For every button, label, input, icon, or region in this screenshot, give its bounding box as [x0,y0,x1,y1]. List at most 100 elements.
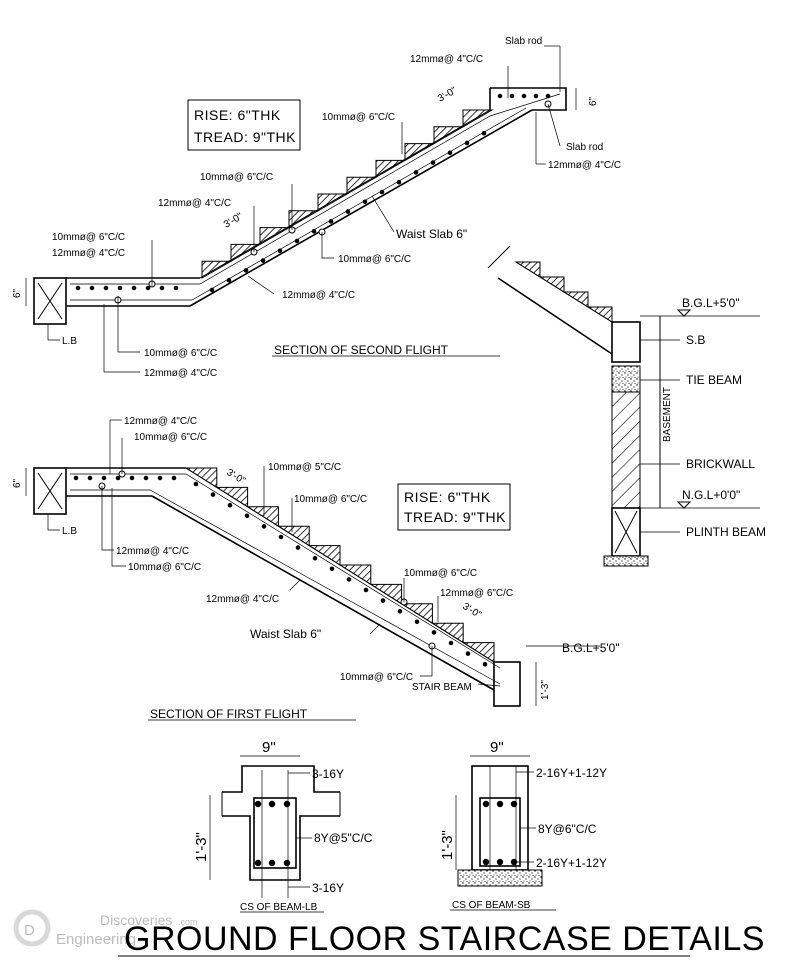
rebar-dot [226,277,232,283]
rebar-dot [328,219,334,224]
main-title: GROUND FLOOR STAIRCASE DETAILS [124,920,765,958]
rebar-dot [465,651,471,656]
step [317,193,349,212]
ff-stair-beam: STAIR BEAM [412,682,472,693]
step [307,545,341,566]
ff-dim-3ft-b: 3'-0" [460,601,483,621]
right-12mm-label: 12mmø@ 4"C/C [548,160,621,171]
rebar-dot [509,93,515,99]
rebar-dot [379,189,385,195]
ff-l-10mm: 10mmø@ 6"C/C [128,562,201,573]
step [369,583,403,605]
rebar-dot [345,209,351,214]
ff-r-10mm-6: 10mmø@ 6"C/C [294,494,367,505]
second-flight-leaders [25,45,577,373]
bot-10mm-label: 10mmø@ 6"C/C [144,348,217,359]
step [586,306,613,323]
beam-lb-section [209,755,341,913]
ff-r-10mm-5: 10mmø@ 5"C/C [268,462,341,473]
ff-dim-6-left: 6" [12,478,23,488]
rebar-dot [447,150,453,156]
bot-12mm-label: 12mmø@ 4"C/C [144,368,217,379]
beam-lb-width: 9" [262,739,276,756]
watermark-line1: Discoveries [100,912,172,928]
sb-label: S.B [686,333,705,347]
rebar-dot [363,587,369,593]
rebar-dot [482,661,488,667]
rebar-dot [261,524,267,529]
rebar-dot [481,130,487,136]
rebar-dot [101,475,107,481]
step [404,143,436,162]
rebar-dot [464,140,470,146]
left-10mm-label: 10mmø@ 6"C/C [52,232,125,243]
mid-12mm-label: 12mmø@ 4"C/C [158,198,231,209]
landing-beam-first [33,467,67,515]
rebar-dot [87,475,93,481]
basement-detail [487,245,760,567]
ff-dim-3ft-a: 3'-0" [224,467,247,487]
beam-lb-bottom-bars: 3-16Y [312,881,344,895]
step [230,243,262,263]
rebar-dot [131,285,137,291]
rebar-dot [103,285,109,291]
watermark-suffix: .com [178,917,198,927]
ff-bgl: B.G.L+5'0" [562,641,620,655]
top-12mm-label: 12mmø@ 4"C/C [410,54,483,65]
rebar-dot [294,238,300,244]
rebar-dot [244,513,250,519]
rebar-dot [129,475,135,481]
rebar-dot [209,287,215,293]
step [259,227,291,246]
step [538,276,565,293]
rise-first: RISE: 6"THK [404,489,491,505]
waist-slab-second: Waist Slab 6" [396,227,467,241]
second-flight-steps [201,109,494,279]
rebar-dot [89,285,95,291]
beam-lb-top-bars: 3-16Y [312,767,344,781]
landing-beam-second [33,277,67,325]
dim-6-right-second: 6" [588,96,599,106]
rebar-dot [157,475,163,481]
watermark-logo-letter: D [24,922,35,939]
plinth-beam-label: PLINTH BEAM [686,525,766,539]
step [375,159,407,179]
rise-tread-box-second [187,99,301,151]
rebar-dot [159,285,165,291]
rebar-dot [533,93,539,99]
step [201,260,233,279]
step [346,176,378,195]
brick-wall [611,391,641,509]
rebar-dot [117,285,123,291]
rebar-dot [73,475,79,481]
first-flight-leaders [25,419,600,721]
beam-sb-depth: 1'-3" [439,830,456,860]
rebar-dot [362,199,368,205]
bgl-basement: B.G.L+5'0" [682,296,740,310]
step [461,642,495,663]
rebar-dot [329,566,335,572]
rebar-dot [448,640,454,646]
first-flight-steps [184,467,495,663]
step [462,109,494,128]
ff-m-12mm: 12mmø@ 4"C/C [206,594,279,605]
section-second-flight: SECTION OF SECOND FLIGHT [274,343,449,357]
left-12mm-label: 12mmø@ 4"C/C [52,248,125,259]
rebar-dot [380,598,386,603]
watermark: D Discoveries .com Engineering [13,909,198,948]
rebar-dot [115,475,121,481]
rebar-dot [413,170,419,175]
rebar-dot [171,475,177,481]
beam-sb-stirrup: 8Y@6"C/C [538,822,597,836]
beam-sb-width: 9" [490,739,504,756]
ff-bot-10mm: 10mmø@ 6"C/C [340,672,413,683]
slab-rod-top-label: Slab rod [505,36,542,47]
ff-top-10mm: 10mmø@ 6"C/C [134,432,207,443]
rebar-dot [397,608,403,614]
tread-second: TREAD: 9"THK [194,129,296,145]
rebar-dot [278,534,284,540]
step [215,486,249,508]
low-10mm-label: 10mmø@ 6"C/C [338,254,411,265]
ff-lb: L.B [62,526,77,537]
